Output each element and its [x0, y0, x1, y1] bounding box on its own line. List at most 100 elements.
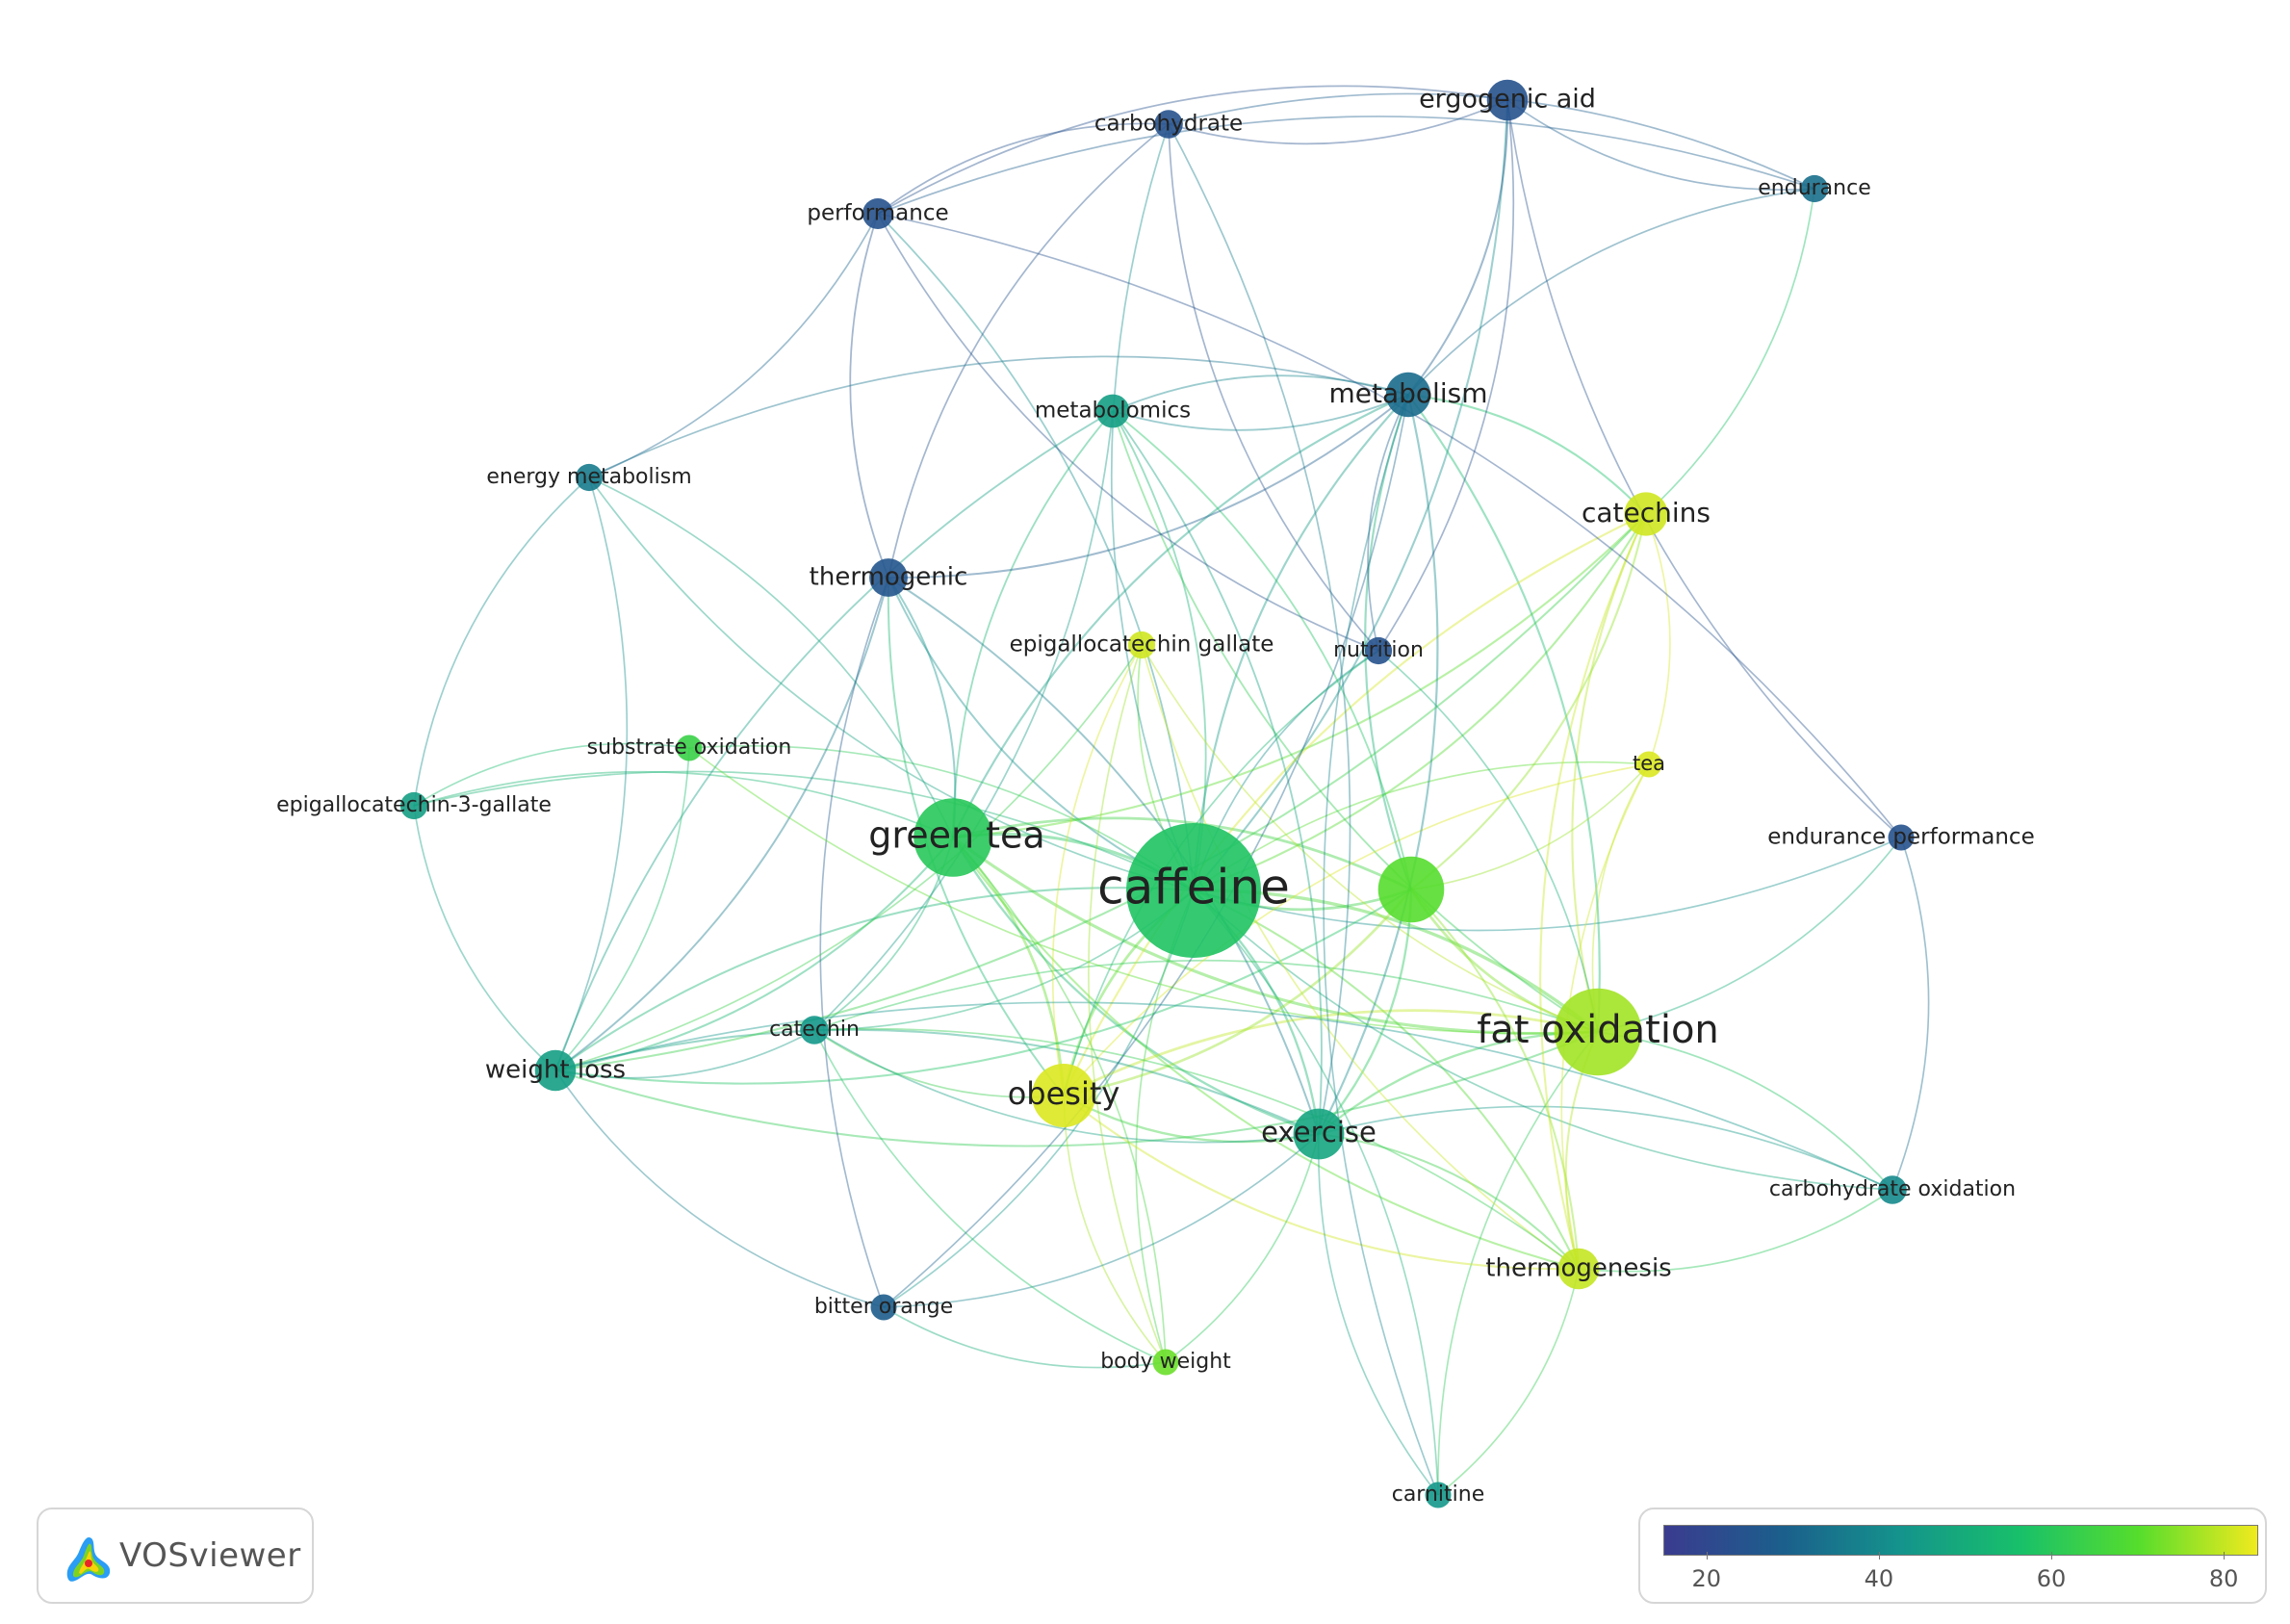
- edge-caffeine-carnitine: [1193, 889, 1439, 1496]
- edge-caffeine-metabolomics: [1112, 410, 1207, 891]
- node-caffeine[interactable]: [1126, 823, 1261, 958]
- edge-unlabeled-green-weight-loss: [554, 889, 1412, 1085]
- edge-catechin-thermogenesis: [813, 1027, 1580, 1270]
- edge-epigallocatechin-gallate-weight-loss: [554, 644, 1143, 1071]
- node-thermogenic[interactable]: [869, 558, 908, 597]
- node-obesity[interactable]: [1032, 1064, 1095, 1127]
- node-label-body-weight: body weight: [1100, 1350, 1231, 1374]
- node-fat-oxidation[interactable]: [1554, 988, 1642, 1076]
- edge-caffeine-performance: [877, 213, 1195, 891]
- node-metabolomics[interactable]: [1095, 394, 1130, 428]
- edge-exercise-weight-loss: [554, 1028, 1320, 1135]
- edge-endurance-catechins: [1645, 188, 1815, 515]
- edge-catechin-weight-loss: [554, 1029, 815, 1079]
- node-label-fat-oxidation: fat oxidation: [1477, 1008, 1719, 1052]
- edge-fat-oxidation-catechins: [1571, 513, 1647, 1033]
- edge-exercise-body-weight: [1165, 1133, 1320, 1363]
- node-ergogenic-aid[interactable]: [1486, 79, 1529, 121]
- node-label-ergogenic-aid: ergogenic aid: [1419, 85, 1596, 115]
- edge-performance-carbohydrate: [877, 122, 1170, 215]
- edge-green-tea-fat-oxidation: [952, 836, 1599, 1036]
- edge-epigallocatechin-gallate-thermogenesis: [1141, 644, 1580, 1270]
- node-label-substrate-oxidation: substrate oxidation: [587, 735, 792, 760]
- edge-caffeine-metabolism: [1192, 394, 1409, 891]
- edge-caffeine-carbohydrate: [1110, 123, 1195, 891]
- node-nutrition[interactable]: [1364, 636, 1393, 665]
- node-label-exercise: exercise: [1261, 1116, 1377, 1148]
- edge-metabolism-catechins: [1407, 393, 1647, 515]
- edge-substrate-oxidation-weight-loss: [554, 747, 690, 1071]
- edge-catechins-thermogenesis: [1539, 513, 1647, 1270]
- edge-green-tea-thermogenesis: [952, 837, 1580, 1271]
- node-exercise[interactable]: [1293, 1108, 1345, 1160]
- edge-bitter-orange-body-weight: [883, 1306, 1167, 1369]
- node-body-weight[interactable]: [1152, 1349, 1179, 1376]
- edge-obesity-thermogenesis: [1063, 1095, 1580, 1271]
- node-epigallocatechin-3-gallate[interactable]: [399, 791, 428, 820]
- node-carbohydrate-oxidation[interactable]: [1878, 1175, 1907, 1204]
- node-metabolism[interactable]: [1385, 372, 1431, 418]
- edge-caffeine-thermogenesis: [1193, 889, 1580, 1270]
- edge-fat-oxidation-metabolomics: [1112, 410, 1599, 1033]
- node-label-tea: tea: [1633, 752, 1665, 775]
- edge-caffeine-weight-loss: [554, 887, 1195, 1071]
- edge-fat-oxidation-carnitine: [1437, 1031, 1599, 1496]
- node-weight-loss[interactable]: [534, 1049, 577, 1092]
- node-green-tea[interactable]: [913, 798, 992, 877]
- edge-nutrition-fat-oxidation: [1377, 650, 1599, 1033]
- edge-obesity-epigallocatechin-gallate: [1051, 644, 1143, 1096]
- edge-green-tea-exercise: [951, 837, 1320, 1136]
- node-carbohydrate[interactable]: [1154, 110, 1183, 139]
- node-endurance[interactable]: [1800, 174, 1829, 203]
- edge-fat-oxidation-metabolism: [1407, 394, 1601, 1033]
- node-label-carbohydrate-oxidation: carbohydrate oxidation: [1769, 1177, 2016, 1201]
- edge-carbohydrate-oxidation-weight-loss: [554, 1001, 1893, 1191]
- edge-body-weight-epigallocatechin-gallate: [1088, 644, 1167, 1363]
- legend-tick-label: 80: [2208, 1565, 2239, 1592]
- node-unlabeled-green[interactable]: [1377, 856, 1445, 923]
- node-tea[interactable]: [1635, 751, 1662, 778]
- edge-epigallocatechin-3-gallate-substrate-oxidation: [413, 742, 690, 807]
- legend-tick: [2051, 1552, 2053, 1560]
- edge-energy-metabolism-epigallocatechin-3-gallate: [413, 477, 590, 807]
- edge-obesity-catechin: [813, 1029, 1065, 1098]
- node-label-endurance: endurance: [1758, 176, 1871, 200]
- edge-caffeine-substrate-oxidation: [688, 745, 1195, 891]
- node-substrate-oxidation[interactable]: [676, 735, 703, 761]
- edge-exercise-catechin: [813, 1029, 1320, 1144]
- node-carnitine[interactable]: [1425, 1482, 1452, 1508]
- legend-tick: [1706, 1552, 1708, 1560]
- edge-green-tea-unlabeled-green: [952, 816, 1412, 891]
- edge-substrate-oxidation-fat-oxidation: [688, 747, 1599, 1035]
- edge-metabolomics-weight-loss: [554, 410, 1114, 1071]
- node-bitter-orange[interactable]: [870, 1294, 897, 1321]
- node-thermogenesis[interactable]: [1557, 1248, 1600, 1290]
- edge-metabolism-thermogenic: [888, 394, 1409, 580]
- edge-caffeine-energy-metabolism: [588, 477, 1195, 891]
- node-performance[interactable]: [862, 198, 893, 229]
- node-label-metabolomics: metabolomics: [1035, 399, 1191, 424]
- edge-unlabeled-green-tea: [1410, 763, 1650, 890]
- node-catechin[interactable]: [800, 1016, 829, 1044]
- edge-epigallocatechin-3-gallate-weight-loss: [413, 805, 556, 1071]
- edge-carbohydrate-thermogenic: [888, 123, 1170, 579]
- node-endurance-performance[interactable]: [1888, 824, 1915, 851]
- edge-thermogenic-bitter-orange: [819, 577, 889, 1308]
- edge-unlabeled-green-metabolomics: [1112, 410, 1412, 890]
- edge-ergogenic-aid-carbohydrate: [1168, 99, 1508, 145]
- edge-catechins-tea: [1645, 513, 1671, 765]
- edge-green-tea-energy-metabolism: [588, 477, 954, 838]
- edge-unlabeled-green-catechins: [1410, 513, 1648, 890]
- edge-caffeine-epigallocatechin-3-gallate: [413, 770, 1195, 891]
- edge-performance-thermogenic: [849, 213, 889, 579]
- node-epigallocatechin-gallate[interactable]: [1127, 631, 1156, 659]
- node-label-bitter-orange: bitter orange: [814, 1295, 953, 1319]
- legend-tick: [1878, 1552, 1880, 1560]
- edge-metabolism-metabolomics: [1112, 374, 1409, 412]
- edge-metabolism-nutrition: [1367, 394, 1409, 652]
- node-energy-metabolism[interactable]: [575, 463, 604, 492]
- edge-exercise-unlabeled-green: [1318, 889, 1413, 1135]
- node-label-metabolism: metabolism: [1329, 377, 1488, 409]
- node-catechins[interactable]: [1624, 492, 1668, 536]
